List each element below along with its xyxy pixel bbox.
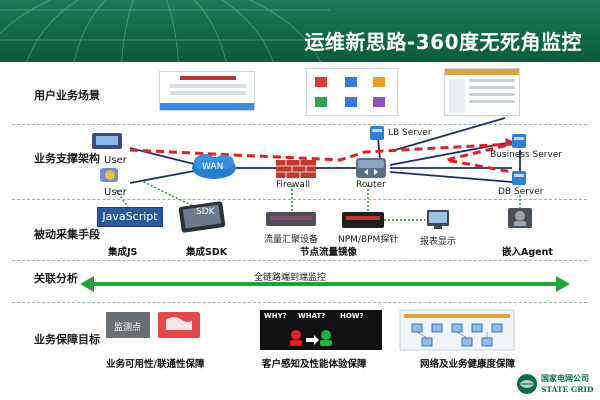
row-label-scenario: 用户业务场景 <box>34 89 100 102</box>
business-app-thumbnail <box>444 68 520 116</box>
login-page-thumbnail <box>159 71 255 111</box>
firewall-icon <box>276 160 316 178</box>
integrated-sdk-label: 集成SDK <box>186 247 228 258</box>
monitor-point-label: 监测点 <box>114 323 142 333</box>
experience-label: 客户感知及性能体验保障 <box>262 359 367 370</box>
agent-icon <box>508 208 532 228</box>
e2e-green-arrow <box>80 276 570 292</box>
page-title: 运维新思路-360度无死角监控 <box>304 30 582 54</box>
embedded-agent-label: 嵌入Agent <box>502 247 553 258</box>
firewall-label: Firewall <box>276 180 310 190</box>
user-label: User <box>104 155 127 166</box>
user-devices-icon <box>92 133 122 182</box>
error-page-icon <box>158 312 200 338</box>
lb-server-label: LB Server <box>388 128 432 138</box>
row-separator <box>12 302 587 303</box>
traffic-device-label: 流量汇聚设备 <box>264 235 319 245</box>
header-banner: 运维新思路-360度无死角监控 <box>0 0 600 62</box>
globe-pattern-icon <box>0 0 330 62</box>
why-label: WHY? <box>264 312 287 320</box>
integrated-js-label: 集成JS <box>108 247 138 258</box>
brand-name: STATE GRID <box>541 385 594 394</box>
report-monitor-icon <box>427 210 449 229</box>
monitor-point-box <box>106 312 150 338</box>
e2e-red-path <box>129 142 513 174</box>
capture-links <box>115 179 521 221</box>
sdk-tablet-icon <box>178 201 226 233</box>
npm-probe-icon <box>342 212 384 228</box>
lb-server-icon <box>370 126 384 140</box>
row-separator <box>12 199 587 200</box>
user-label: User <box>104 187 127 198</box>
red-arrow-head-icon <box>505 138 515 146</box>
availability-label: 业务可用性/联通性保障 <box>106 359 205 370</box>
row-separator <box>12 124 587 125</box>
why-what-how-panel <box>260 310 382 350</box>
javascript-badge: JavaScript <box>97 207 163 227</box>
db-server-icon <box>512 171 526 185</box>
row-label-goal: 业务保障目标 <box>34 333 100 346</box>
what-label: WHAT? <box>298 312 326 320</box>
row-label-correlation: 关联分析 <box>34 272 78 285</box>
node-mirror-label: 节点流量镜像 <box>300 247 358 258</box>
company-name: 国家电网公司 <box>541 374 589 383</box>
network-health-dashboard-icon <box>399 309 515 351</box>
e2e-monitor-label: 全链路端到端监控 <box>254 273 327 283</box>
network-links <box>129 117 521 184</box>
how-label: HOW? <box>340 312 364 320</box>
traffic-aggregation-device-icon <box>266 212 316 226</box>
network-health-label: 网络及业务健康度保障 <box>420 359 516 370</box>
db-server-label: DB Server <box>498 187 544 197</box>
row-separator <box>12 260 587 261</box>
npm-probe-label: NPM/BPM探针 <box>338 235 399 245</box>
sdk-badge-label: SDK <box>196 207 215 217</box>
state-grid-logo-icon <box>517 374 537 394</box>
business-server-label: Business Server <box>490 150 563 160</box>
row-label-collection: 被动采集手段 <box>34 228 100 241</box>
row-label-support: 业务支撑架构 <box>34 152 100 165</box>
app-icons-thumbnail <box>306 68 398 116</box>
report-display-label: 报表显示 <box>420 237 457 247</box>
wan-cloud-icon <box>192 154 236 179</box>
wan-label: WAN <box>202 162 224 172</box>
business-server-icon <box>512 134 526 148</box>
router-label: Router <box>356 180 386 190</box>
router-icon <box>356 158 386 178</box>
